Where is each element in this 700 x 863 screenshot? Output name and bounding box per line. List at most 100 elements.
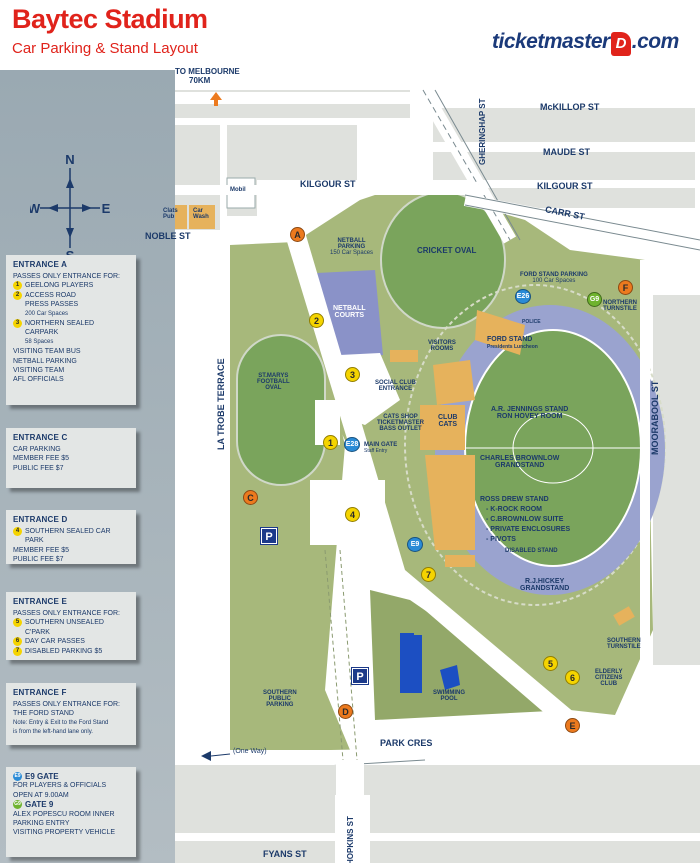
legend-line: VISITING PROPERTY VEHICLE [13, 829, 116, 837]
green-gate-icon: G9 [13, 800, 22, 810]
yellow-marker-icon: 2 [13, 290, 22, 300]
entrance-f-marker[interactable]: F [618, 280, 633, 295]
ross-drew-stand-label: ROSS DREW STAND- K-ROCK ROOM- C.BROWNLOW… [480, 496, 571, 543]
to-melbourne-label: TO MELBOURNE [175, 67, 240, 76]
compass-w: W [30, 201, 41, 216]
legend-entrance-f: ENTRANCE F PASSES ONLY ENTRANCE FOR: THE… [6, 683, 136, 745]
marker-1[interactable]: 1 [323, 435, 338, 450]
legend-line: THE FORD STAND [13, 710, 74, 718]
legend-line: 58 Spaces [25, 338, 54, 345]
marker-4[interactable]: 4 [345, 507, 360, 522]
parking-p-icon: P [260, 527, 278, 545]
disabled-stand-label: DISABLED STAND [505, 548, 558, 554]
legend-sidebar: N S W E ENTRANCE A PASSES ONLY ENTRANCE … [0, 70, 175, 863]
entrance-e-marker[interactable]: E [565, 718, 580, 733]
legend-line: AFL OFFICIALS [13, 376, 64, 384]
brand-text: ticketmaster [492, 30, 610, 53]
legend-line: MEMBER FEE $5 [13, 546, 70, 554]
compass-e: E [102, 201, 110, 216]
legend-line: PRESS PASSES [25, 301, 79, 309]
legend-heading: ENTRANCE A [13, 260, 68, 269]
legend-line: PUBLIC FEE $7 [13, 556, 64, 564]
street-noble: NOBLE ST [145, 231, 191, 241]
yellow-marker-icon: 3 [13, 319, 22, 329]
street-kilgour-left: KILGOUR ST [300, 179, 356, 189]
legend-line: PASSES ONLY ENTRANCE FOR: [13, 701, 120, 708]
mobil-label: Mobil [230, 187, 246, 193]
entrance-a-marker[interactable]: A [290, 227, 305, 242]
legend-entrance-c: ENTRANCE C CAR PARKING MEMBER FEE $5 PUB… [6, 428, 136, 488]
street-moorabool: MOORABOOL ST [650, 380, 660, 455]
compass-s: S [66, 248, 75, 260]
street-kilgour-right: KILGOUR ST [537, 181, 593, 191]
gate-g9-marker[interactable]: G9 [587, 292, 602, 307]
legend-line: PASSES ONLY ENTRANCE FOR: [13, 273, 120, 280]
gate-e28-marker[interactable]: E28 [344, 437, 360, 452]
street-gheringhap: GHERINGHAP ST [478, 98, 487, 165]
legend-line: OPEN AT 9.00AM [13, 791, 69, 799]
stadium-map: TO MELBOURNE 70KM McKILLOP ST MAUDE ST K… [145, 67, 700, 863]
compass-icon: N S W E [30, 152, 110, 260]
street-hopkins: HOPKINS ST [346, 816, 355, 863]
page-title: Baytec Stadium [12, 4, 208, 34]
police-label: POLICE [522, 319, 541, 325]
legend-line: VISITING TEAM [13, 367, 65, 375]
legend-heading: ENTRANCE E [13, 597, 68, 606]
blue-gate-icon: E9 [13, 772, 22, 781]
entrance-d-marker[interactable]: D [338, 704, 353, 719]
marker-7[interactable]: 7 [421, 567, 436, 582]
legend-line: VISITING TEAM BUS [13, 348, 81, 356]
marker-2[interactable]: 2 [309, 313, 324, 328]
cricket-oval-label: CRICKET OVAL [417, 246, 477, 255]
entrance-c-marker[interactable]: C [243, 490, 258, 505]
compass-n: N [65, 152, 74, 167]
yellow-marker-icon: 1 [13, 281, 22, 291]
legend-line: CAR PARKING [13, 446, 61, 453]
legend-line: PUBLIC FEE $7 [13, 464, 64, 472]
street-mckillop: McKILLOP ST [540, 102, 600, 112]
legend-line: FOR PLAYERS & OFFICIALS [13, 782, 107, 790]
marker-5[interactable]: 5 [543, 656, 558, 671]
legend-line: 200 Car Spaces [25, 310, 69, 317]
marker-6[interactable]: 6 [565, 670, 580, 685]
header: Baytec Stadium Car Parking & Stand Layou… [0, 0, 700, 70]
legend-line: CARPARK [25, 329, 59, 337]
legend-line: PARKING ENTRY [13, 820, 70, 828]
legend-heading: ENTRANCE C [13, 433, 68, 442]
gate-e26-marker[interactable]: E26 [515, 289, 531, 304]
parking-p-icon: P [351, 667, 369, 685]
legend-line: ALEX POPESCU ROOM INNER [13, 810, 115, 818]
legend-heading: ENTRANCE D [13, 515, 68, 524]
marker-3[interactable]: 3 [345, 367, 360, 382]
legend-line: PASSES ONLY ENTRANCE FOR: [13, 610, 120, 617]
brand-d-icon: D [610, 32, 631, 56]
yellow-marker-icon: 7 [13, 646, 22, 656]
legend-note: is from the left-hand lane only. [13, 729, 93, 736]
gate-e9-marker[interactable]: E9 [407, 537, 423, 552]
